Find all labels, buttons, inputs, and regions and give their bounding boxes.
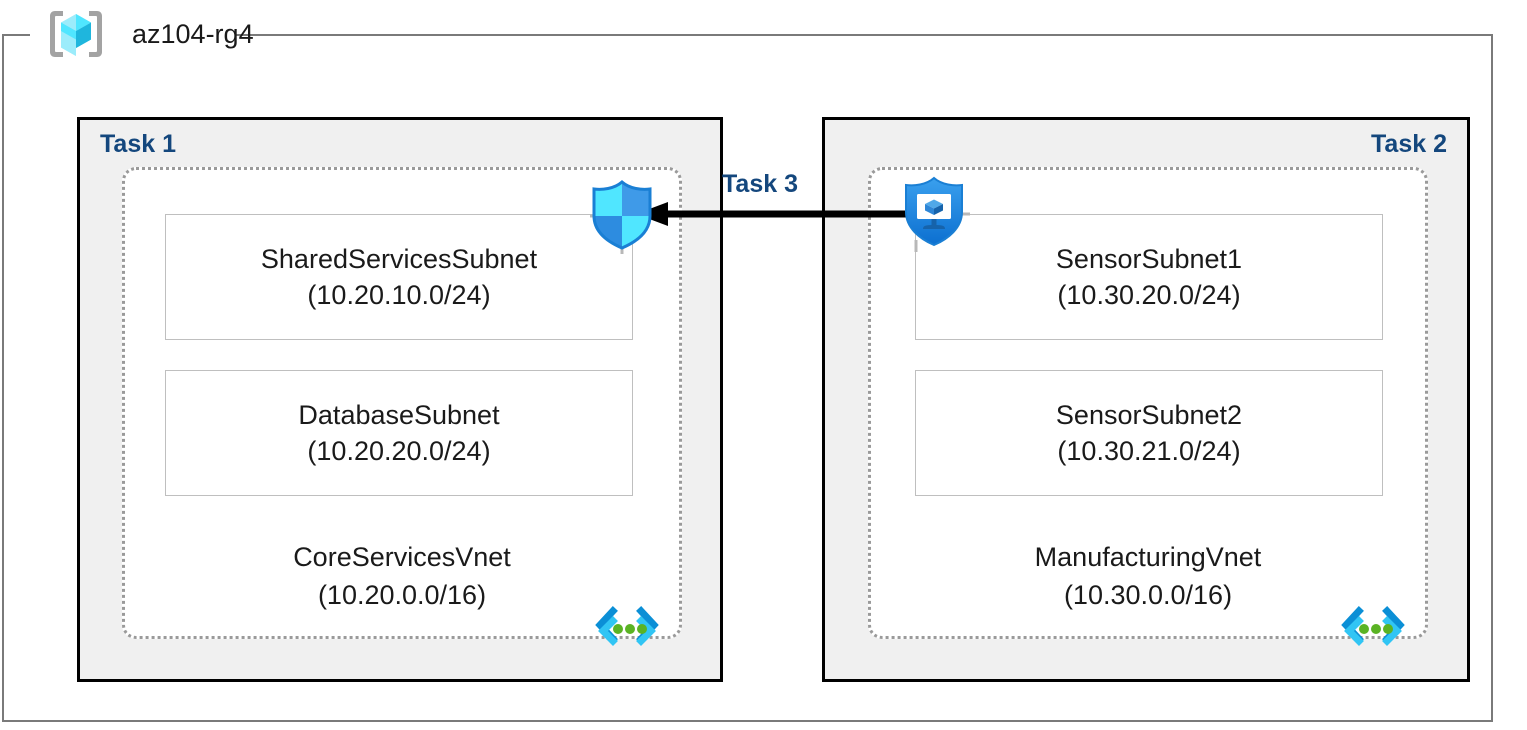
vnet-name: CoreServicesVnet (293, 542, 511, 572)
resource-group-cube-icon (47, 8, 105, 62)
subnet-sensor-1: SensorSubnet1 (10.30.20.0/24) (915, 214, 1383, 340)
subnet-cidr: (10.20.20.0/24) (307, 436, 491, 466)
vnet-name: ManufacturingVnet (1034, 542, 1262, 572)
task-3-label: Task 3 (722, 170, 798, 198)
subnet-sensor-2: SensorSubnet2 (10.30.21.0/24) (915, 370, 1383, 496)
subnet-name: DatabaseSubnet (298, 400, 500, 430)
task-3-connection-arrow (636, 198, 908, 232)
task-2-label: Task 2 (1371, 130, 1447, 158)
subnet-cidr: (10.30.20.0/24) (1057, 280, 1241, 310)
manufacturing-vnet-caption: ManufacturingVnet (10.30.0.0/16) (933, 538, 1363, 614)
subnet-cidr: (10.30.21.0/24) (1057, 436, 1241, 466)
virtual-network-icon (594, 606, 660, 654)
network-security-group-shield-icon (586, 178, 658, 256)
vnet-cidr: (10.20.0.0/16) (317, 580, 487, 610)
subnet-name: SensorSubnet1 (1055, 244, 1243, 274)
shield-vm-icon (898, 174, 970, 252)
resource-group-title: az104-rg4 (132, 19, 254, 49)
subnet-cidr: (10.20.10.0/24) (307, 280, 491, 310)
vnet-cidr: (10.30.0.0/16) (1063, 580, 1233, 610)
virtual-network-icon (1340, 606, 1406, 654)
resource-group-frame (2, 34, 1493, 722)
subnet-name: SensorSubnet2 (1055, 400, 1243, 430)
task-1-label: Task 1 (100, 130, 176, 158)
subnet-database: DatabaseSubnet (10.20.20.0/24) (165, 370, 633, 496)
subnet-name: SharedServicesSubnet (260, 244, 538, 274)
subnet-shared-services: SharedServicesSubnet (10.20.10.0/24) (165, 214, 633, 340)
core-services-vnet-caption: CoreServicesVnet (10.20.0.0/16) (187, 538, 617, 614)
